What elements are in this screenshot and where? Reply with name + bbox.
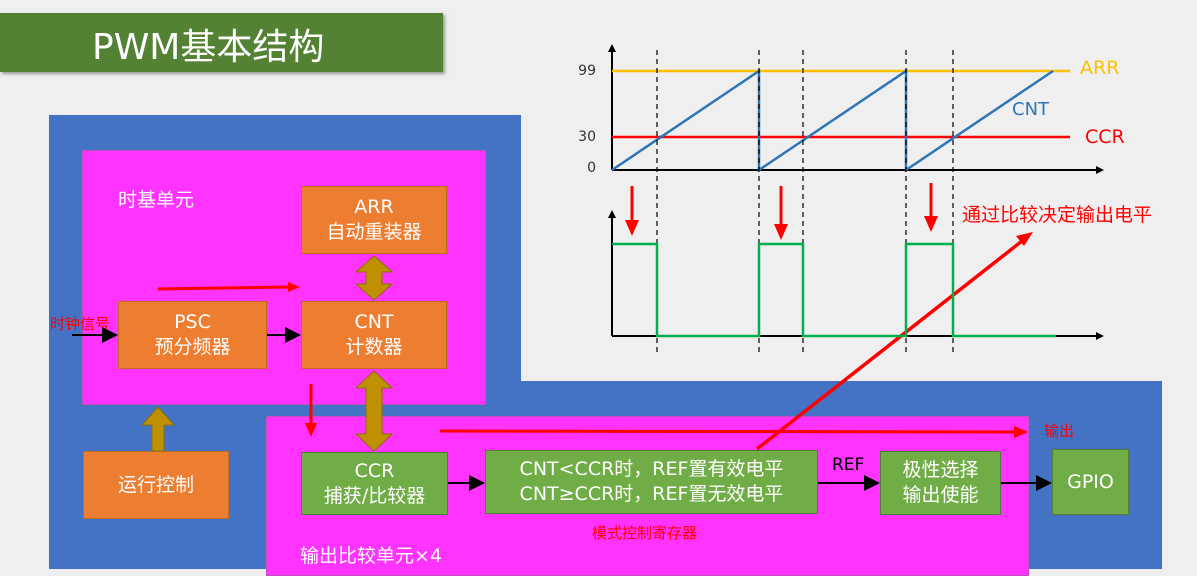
ref-label: REF (832, 455, 865, 475)
psc-box: PSC 预分频器 (118, 301, 267, 369)
output-enable-label: 输出使能 (902, 484, 979, 506)
gpio-label: GPIO (1067, 470, 1114, 493)
mode-compare-box: CNT<CCR时，REF置有效电平 CNT≥CCR时，REF置无效电平 (485, 450, 818, 514)
y-tick-0: 0 (587, 160, 596, 176)
arr-box-subtitle: 自动重装器 (326, 221, 422, 243)
clock-signal-label: 时钟信号 (50, 315, 111, 333)
ccr-box-subtitle: 捕获/比较器 (323, 484, 426, 507)
run-control-box: 运行控制 (83, 451, 229, 519)
red-down-arrowhead-ccr (305, 423, 317, 437)
cnt-box: CNT 计数器 (301, 301, 447, 369)
run-control-label: 运行控制 (117, 473, 194, 496)
arr-box-title: ARR (354, 196, 394, 218)
arr-cnt-double-arrow (354, 255, 394, 301)
cnt-line-label: CNT (1012, 99, 1050, 120)
time-base-label: 时基单元 (118, 189, 195, 211)
arr-line-label: ARR (1080, 57, 1120, 79)
pwm-output-wave (612, 242, 1056, 338)
polarity-select-label: 极性选择 (902, 459, 979, 481)
psc-box-subtitle: 预分频器 (154, 336, 231, 358)
y-tick-99: 99 (578, 63, 596, 79)
gpio-box: GPIO (1052, 449, 1129, 515)
psc-box-title: PSC (174, 311, 211, 333)
cnt-box-title: CNT (354, 311, 394, 333)
red-output-arrow (439, 429, 1016, 434)
cnt-ccr-double-arrow (354, 370, 394, 452)
output-label: 输出 (1044, 422, 1075, 440)
output-compare-label: 输出比较单元×4 (300, 545, 443, 567)
arr-box: ARR 自动重装器 (301, 186, 447, 254)
page-title: PWM基本结构 (92, 27, 325, 68)
red-annotation-arrow (755, 239, 1024, 451)
red-flow-arrowhead-timebase (288, 282, 300, 292)
cnt-box-subtitle: 计数器 (345, 336, 403, 358)
ccr-line-label: CCR (1085, 126, 1125, 148)
red-flow-arrow-timebase (157, 285, 291, 291)
timing-dashed-lines (656, 50, 954, 355)
red-output-arrowhead (1014, 426, 1028, 438)
mode-rule-inactive: CNT≥CCR时，REF置无效电平 (519, 483, 784, 505)
ccr-box: CCR 捕获/比较器 (301, 452, 448, 515)
cnt-sawtooth (611, 68, 1054, 173)
polarity-box: 极性选择 输出使能 (880, 451, 1001, 515)
run-control-arrow (140, 406, 176, 452)
compare-annotation: 通过比较决定输出电平 (962, 204, 1153, 226)
red-annotation-arrowhead (1016, 232, 1033, 246)
title-bar (0, 13, 443, 72)
y-tick-30: 30 (578, 129, 596, 145)
mode-register-label: 模式控制寄存器 (592, 524, 698, 542)
ccr-box-title: CCR (354, 459, 395, 482)
mode-rule-active: CNT<CCR时，REF置有效电平 (519, 458, 784, 480)
